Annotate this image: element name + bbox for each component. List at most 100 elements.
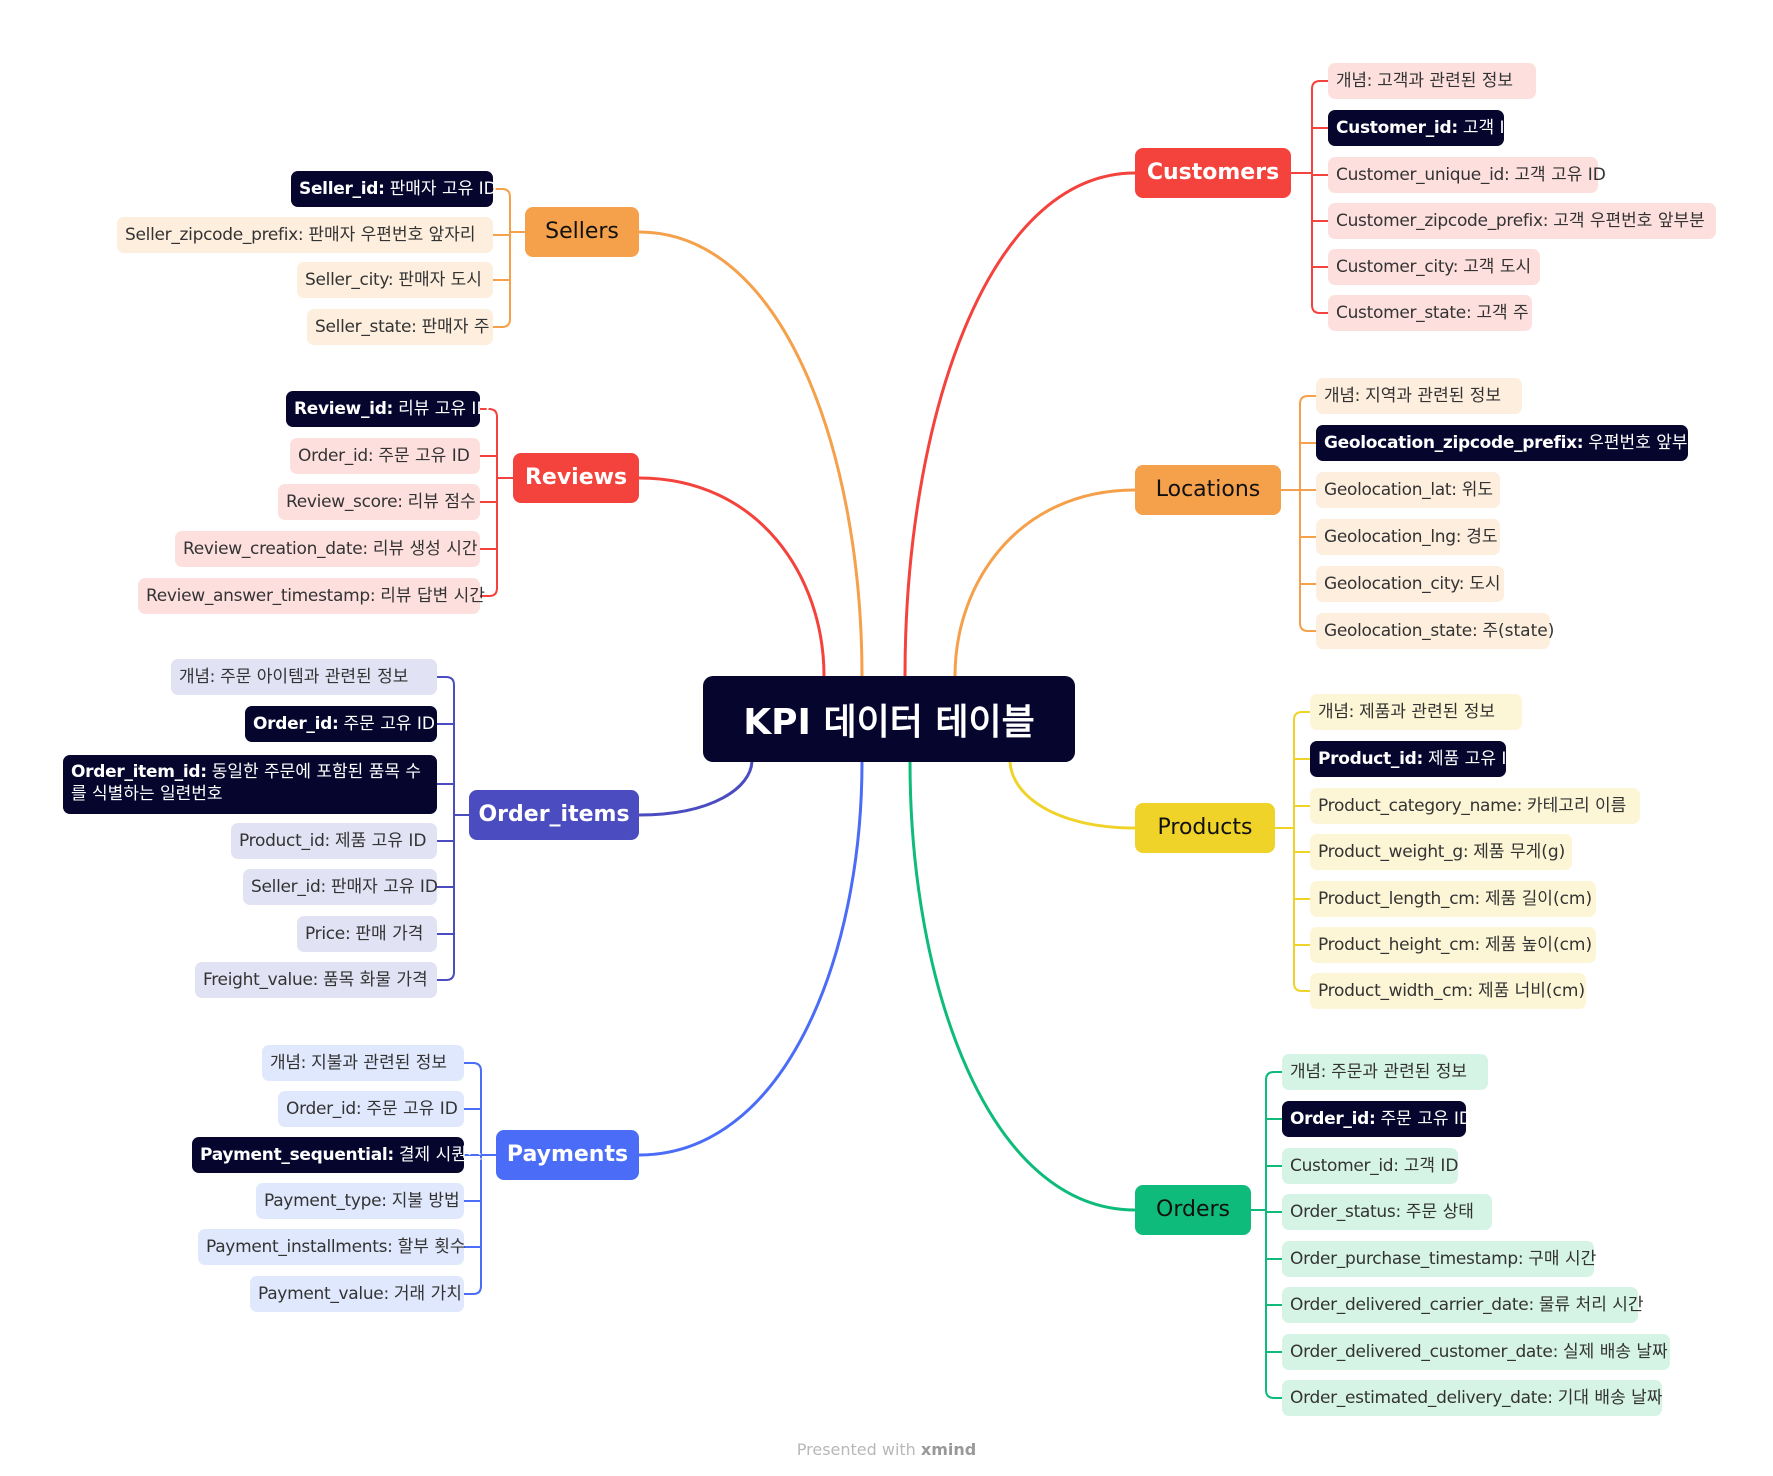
field-customers-4[interactable]: Customer_city:고객 도시 <box>1328 249 1540 285</box>
field-description: 카테고리 이름 <box>1527 795 1627 816</box>
field-description: 품목 화물 가격 <box>323 969 428 990</box>
field-locations-1[interactable]: Geolocation_zipcode_prefix:우편번호 앞부분 <box>1316 425 1703 461</box>
field-description: 주문 고유 ID <box>343 713 435 734</box>
central-topic[interactable]: KPI 데이터 테이블 <box>703 676 1075 762</box>
field-description: 할부 횟수 <box>397 1236 466 1257</box>
field-name: Geolocation_state: <box>1324 620 1478 641</box>
field-products-1[interactable]: Product_id:제품 고유 ID <box>1310 741 1519 777</box>
field-products-4[interactable]: Product_length_cm:제품 길이(cm) <box>1310 881 1596 917</box>
field-description: 위도 <box>1461 479 1494 500</box>
field-reviews-0[interactable]: Review_id:리뷰 고유 ID <box>286 391 490 427</box>
field-customers-1[interactable]: Customer_id:고객 ID <box>1328 110 1518 146</box>
field-products-2[interactable]: Product_category_name:카테고리 이름 <box>1310 788 1640 824</box>
tick-customers-5 <box>1311 304 1329 314</box>
field-description: 주문과 관련된 정보 <box>1331 1061 1468 1082</box>
field-orders-6[interactable]: Order_delivered_customer_date:실제 배송 날짜 <box>1282 1334 1670 1370</box>
field-orders-0[interactable]: 개념:주문과 관련된 정보 <box>1282 1054 1488 1090</box>
tick-products-0 <box>1293 711 1311 721</box>
field-order-items-3[interactable]: Product_id:제품 고유 ID <box>231 823 437 859</box>
field-name: 개념: <box>1336 70 1373 91</box>
branch-payments[interactable]: Payments <box>496 1130 639 1180</box>
field-sellers-1[interactable]: Seller_zipcode_prefix:판매자 우편번호 앞자리 <box>117 217 493 253</box>
branch-orders[interactable]: Orders <box>1135 1185 1251 1235</box>
field-locations-4[interactable]: Geolocation_city:도시 <box>1316 566 1504 602</box>
field-products-0[interactable]: 개념:제품과 관련된 정보 <box>1310 694 1522 730</box>
field-order-items-4[interactable]: Seller_id:판매자 고유 ID <box>243 869 438 905</box>
field-products-6[interactable]: Product_width_cm:제품 너비(cm) <box>1310 973 1586 1009</box>
field-order-items-1[interactable]: Order_id:주문 고유 ID <box>245 706 437 742</box>
field-locations-0[interactable]: 개념:지역과 관련된 정보 <box>1316 378 1522 414</box>
field-name: Order_status: <box>1290 1201 1401 1222</box>
field-products-5[interactable]: Product_height_cm:제품 높이(cm) <box>1310 927 1596 963</box>
field-customers-3[interactable]: Customer_zipcode_prefix:고객 우편번호 앞부분 <box>1328 203 1716 239</box>
branch-products[interactable]: Products <box>1135 803 1275 853</box>
field-order-items-6[interactable]: Freight_value:품목 화물 가격 <box>195 962 437 998</box>
branch-order-items[interactable]: Order_items <box>469 790 639 840</box>
field-reviews-2[interactable]: Review_score:리뷰 점수 <box>278 484 480 520</box>
connector-order-items <box>637 758 754 817</box>
field-reviews-4[interactable]: Review_answer_timestamp:리뷰 답변 시간 <box>138 578 485 614</box>
field-locations-2[interactable]: Geolocation_lat:위도 <box>1316 472 1500 508</box>
field-order-items-0[interactable]: 개념:주문 아이템과 관련된 정보 <box>171 659 437 695</box>
field-locations-5[interactable]: Geolocation_state:주(state) <box>1316 613 1554 649</box>
connector-sellers <box>637 230 864 678</box>
field-description: 고객 ID <box>1462 117 1518 138</box>
field-reviews-3[interactable]: Review_creation_date:리뷰 생성 시간 <box>175 531 480 567</box>
footer-brand: xmind <box>920 1440 977 1459</box>
field-sellers-2[interactable]: Seller_city:판매자 도시 <box>297 262 493 298</box>
branch-reviews[interactable]: Reviews <box>513 453 639 503</box>
field-orders-3[interactable]: Order_status:주문 상태 <box>1282 1194 1492 1230</box>
field-products-3[interactable]: Product_weight_g:제품 무게(g) <box>1310 834 1572 870</box>
branch-sellers[interactable]: Sellers <box>525 207 639 257</box>
field-locations-3[interactable]: Geolocation_lng:경도 <box>1316 519 1500 555</box>
field-orders-4[interactable]: Order_purchase_timestamp:구매 시간 <box>1282 1241 1596 1277</box>
field-payments-0[interactable]: 개념:지불과 관련된 정보 <box>262 1045 464 1081</box>
field-name: Customer_zipcode_prefix: <box>1336 210 1549 231</box>
field-description: 우편번호 앞부분 <box>1588 432 1704 453</box>
field-reviews-1[interactable]: Order_id:주문 고유 ID <box>290 438 480 474</box>
footer-credit: Presented with xmind <box>0 1440 1773 1459</box>
field-orders-5[interactable]: Order_delivered_carrier_date:물류 처리 시간 <box>1282 1287 1644 1323</box>
field-payments-3[interactable]: Payment_type:지불 방법 <box>256 1183 464 1219</box>
branch-locations[interactable]: Locations <box>1135 465 1281 515</box>
field-name: Payment_value: <box>258 1283 389 1304</box>
field-name: Review_id: <box>294 398 394 419</box>
tick-payments-0 <box>463 1062 482 1072</box>
field-payments-2[interactable]: Payment_sequential:결제 시퀀스 <box>192 1137 483 1173</box>
field-customers-5[interactable]: Customer_state:고객 주 <box>1328 295 1532 331</box>
field-customers-2[interactable]: Customer_unique_id:고객 고유 ID <box>1328 157 1606 193</box>
field-sellers-0[interactable]: Seller_id:판매자 고유 ID <box>291 171 497 207</box>
connector-reviews <box>637 476 826 678</box>
field-name: Customer_unique_id: <box>1336 164 1510 185</box>
field-description: 리뷰 점수 <box>407 491 476 512</box>
field-description: 주문 상태 <box>1405 1201 1474 1222</box>
field-description: 주문 아이템과 관련된 정보 <box>220 666 409 687</box>
field-order-items-2[interactable]: Order_item_id:동일한 주문에 포함된 품목 수를 식별하는 일련번… <box>63 754 437 814</box>
field-description: 지역과 관련된 정보 <box>1365 385 1502 406</box>
field-payments-4[interactable]: Payment_installments:할부 횟수 <box>198 1229 466 1265</box>
field-name: Payment_sequential: <box>200 1144 394 1165</box>
field-name: Geolocation_zipcode_prefix: <box>1324 432 1584 453</box>
field-name: Review_creation_date: <box>183 538 368 559</box>
field-description: 리뷰 답변 시간 <box>380 585 485 606</box>
field-sellers-3[interactable]: Seller_state:판매자 주 <box>307 309 493 345</box>
field-name: Product_height_cm: <box>1318 934 1480 955</box>
field-payments-5[interactable]: Payment_value:거래 가치 <box>250 1276 464 1312</box>
field-description: 판매 가격 <box>355 923 424 944</box>
field-payments-1[interactable]: Order_id:주문 고유 ID <box>278 1091 464 1127</box>
tick-reviews-4 <box>479 587 498 597</box>
field-orders-2[interactable]: Customer_id:고객 ID <box>1282 1148 1459 1184</box>
field-name: Seller_state: <box>315 316 417 337</box>
field-customers-0[interactable]: 개념:고객과 관련된 정보 <box>1328 63 1536 99</box>
field-name: Seller_city: <box>305 269 394 290</box>
field-description: 고객 주 <box>1476 302 1529 323</box>
field-order-items-5[interactable]: Price:판매 가격 <box>297 916 437 952</box>
branch-customers[interactable]: Customers <box>1135 148 1291 198</box>
field-name: Geolocation_lat: <box>1324 479 1457 500</box>
field-name: Order_delivered_carrier_date: <box>1290 1294 1534 1315</box>
field-description: 실제 배송 날짜 <box>1563 1341 1668 1362</box>
field-orders-1[interactable]: Order_id:주문 고유 ID <box>1282 1101 1472 1137</box>
tick-order-items-6 <box>436 971 455 981</box>
connector-products <box>1008 758 1137 830</box>
field-orders-7[interactable]: Order_estimated_delivery_date:기대 배송 날짜 <box>1282 1380 1662 1416</box>
